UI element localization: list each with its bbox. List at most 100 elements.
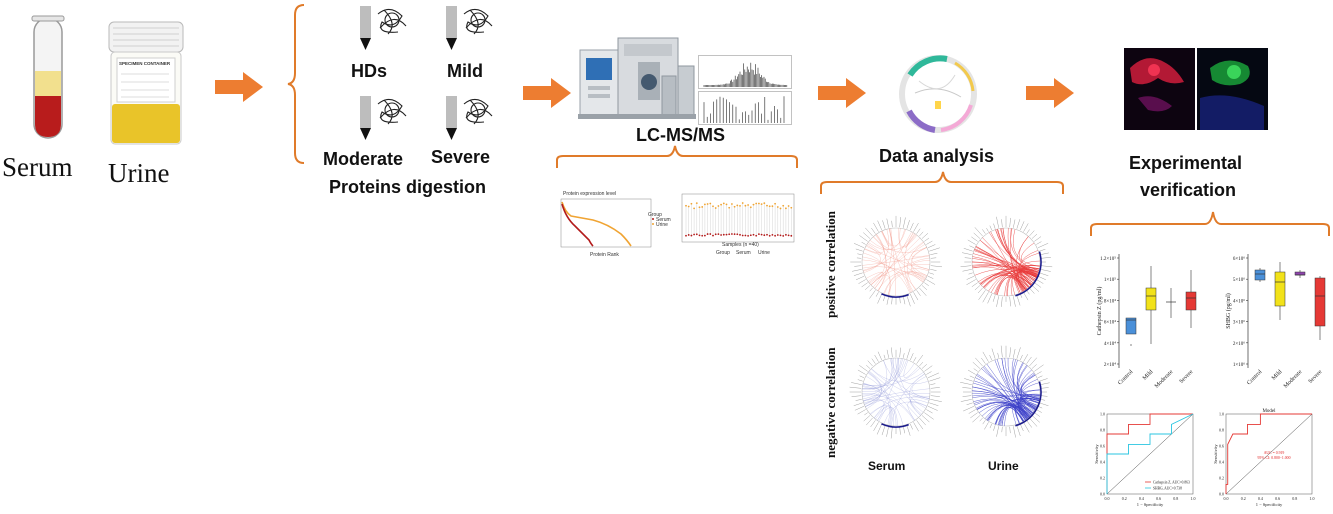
serum-point [779,234,782,237]
gene-label-tick [926,279,936,285]
chord-link [997,228,1037,278]
gene-label-tick [1029,230,1035,237]
gene-label-tick [1009,426,1011,434]
y-tick-label: 0.4 [1100,460,1105,465]
urine-point [763,202,766,205]
serum-point [739,233,741,236]
chord-link [1012,407,1024,425]
urine-point [755,202,758,205]
chord-link [1021,398,1038,408]
gene-label-tick [964,257,972,259]
gene-label-tick [1029,417,1038,427]
gene-label-tick [984,422,989,430]
chord-link [997,395,1040,426]
serum-point [720,234,722,236]
gene-label-tick [963,406,975,412]
box [1145,287,1157,311]
gene-label-tick [854,406,865,411]
plot1-legend-title: Group [648,212,662,218]
gene-label-tick [874,354,879,362]
gene-label-tick [962,387,972,389]
gene-label-tick [857,253,862,255]
row-label-negative: negative correlation [823,347,838,458]
curly-brace-icon [287,4,305,164]
chord-link [897,358,926,409]
y-tick-label: 1.0 [1100,412,1105,417]
gene-label-tick [899,426,901,435]
x-tick-label: 0.6 [1275,496,1280,501]
chord-link [881,228,892,247]
serum-tube-icon [31,15,65,139]
container-label: SPECIMEN CONTAINER [119,61,171,66]
chord-link [905,233,916,249]
chord-link [862,266,924,283]
chord-link [910,268,929,283]
y-axis-label: Sensitivity [1094,444,1099,464]
gene-label-tick [930,257,937,259]
category-label: Control [1117,369,1134,386]
plot2-xlabel: Samples (n =40) [722,242,759,248]
gene-label-tick [929,247,940,252]
gene-label-tick [1036,241,1042,245]
chord-link [911,244,930,258]
chord-link [898,228,928,277]
chord-link [883,272,927,294]
chord-link [872,236,926,280]
gene-label-tick [864,412,868,416]
gene-label-tick [1034,236,1042,242]
gene-label-tick [996,296,999,307]
gene-label-tick [1020,423,1024,432]
plot1-title: Protein expression level [563,191,617,197]
tube-fiber-icon [360,96,407,140]
gene-label-tick [996,216,999,228]
tube-fiber-icon [360,6,407,50]
x-tick-label: 1.0 [1310,496,1315,501]
chord-link [911,247,930,270]
urine-point [790,206,793,209]
chord-link [862,367,921,387]
gene-label-tick [1029,357,1038,367]
chord-link [993,267,1040,294]
chord-link [972,394,1039,404]
urine-point [749,206,752,209]
serum-point [744,234,747,237]
gene-label-tick [962,269,972,272]
chord-link [883,401,927,424]
gene-label-tick [903,426,905,434]
urine-point [701,206,704,208]
roc-curve [1106,413,1194,494]
mass-spectrometer-icon [578,37,696,119]
plot1-xlabel: Protein Rank [590,252,619,258]
gene-label-tick [916,228,921,234]
chord-link [862,358,904,389]
chord-link [1001,406,1027,426]
gene-label-tick [991,348,996,359]
gene-label-tick [962,395,972,397]
gene-label-tick [1031,415,1040,423]
gene-label-tick [993,425,996,431]
gene-label-tick [863,415,871,422]
chord-link [910,247,927,280]
serum-point [749,234,752,237]
gene-label-tick [1016,295,1021,306]
chord-link [906,271,927,292]
gene-label-tick [929,377,941,382]
urine-point [771,205,774,208]
y-axis-label: Cathepsin Z (pg/ml) [1096,287,1103,336]
highlight-arc [881,293,909,298]
row-label-positive: positive correlation [823,211,838,318]
gene-label-tick [993,223,996,229]
gene-label-tick [924,282,929,287]
gene-label-tick [967,239,976,245]
urine-point [706,203,709,205]
urine-point [774,202,776,205]
category-label: Severe [1308,369,1324,385]
gene-label-tick [921,285,928,290]
gene-label-tick [857,379,863,382]
serum-label: Serum [2,152,73,182]
chord-link [881,229,905,247]
gene-label-tick [960,265,972,267]
gene-label-tick [964,378,973,382]
y-tick-label: 0.4 [1219,460,1224,465]
serum-point [698,234,701,237]
